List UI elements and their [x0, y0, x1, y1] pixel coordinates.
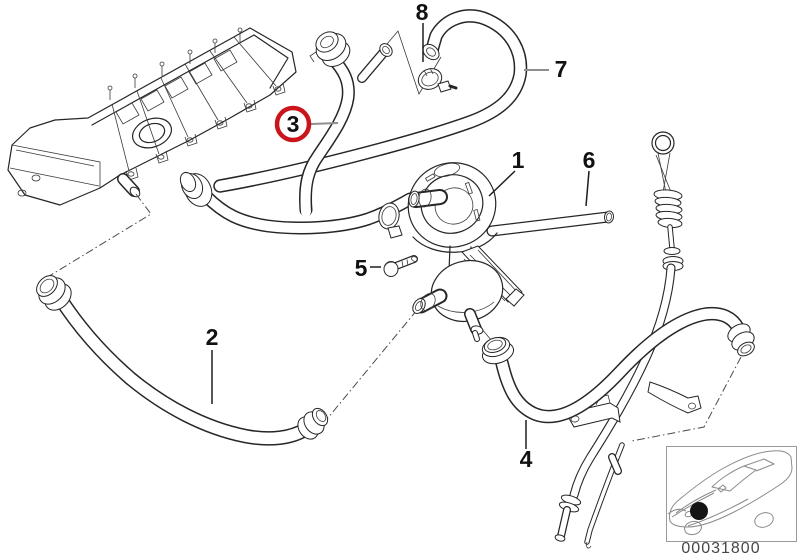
separator-bottom-spout	[464, 308, 484, 342]
callout-8-number[interactable]: 8	[416, 0, 429, 25]
pipe-6	[486, 210, 615, 237]
callouts: 1 2 3 4 5 6 7 8	[206, 0, 596, 472]
callout-3[interactable]: 3	[274, 105, 339, 143]
highlight-circle[interactable]	[274, 105, 312, 143]
callout-8[interactable]: 8	[416, 0, 429, 62]
callout-6[interactable]: 6	[583, 147, 596, 207]
car-sketch	[667, 450, 793, 536]
hose-2-left-flange	[36, 275, 72, 311]
callout-2-number[interactable]: 2	[206, 324, 219, 350]
dipstick	[554, 131, 702, 549]
hose-clamp-at-separator	[378, 202, 403, 239]
front-wheel	[684, 520, 702, 536]
valve-cover-drawing	[7, 27, 297, 206]
cover-tabs	[17, 82, 286, 197]
callout-7-number[interactable]: 7	[555, 56, 568, 82]
rear-wheel	[754, 512, 774, 528]
hose-2	[36, 275, 329, 446]
hose-3-top-collar	[309, 31, 351, 67]
callout-1[interactable]: 1	[488, 147, 525, 197]
callout-6-number[interactable]: 6	[583, 147, 596, 173]
callout-2[interactable]: 2	[206, 324, 219, 404]
tube-bracket-right	[647, 381, 702, 414]
hose-clamp-8	[386, 30, 458, 95]
cover-vent-port	[117, 173, 141, 198]
hose-4-end-collar	[727, 323, 755, 357]
separator-inlet-port	[408, 188, 448, 208]
part-number-label: 00031800	[681, 540, 760, 557]
callout-3-number[interactable]: 3	[287, 111, 300, 137]
callout-5[interactable]: 5	[355, 255, 381, 281]
callout-4[interactable]: 4	[520, 420, 533, 472]
callout-5-number[interactable]: 5	[355, 255, 368, 281]
location-dot	[690, 502, 708, 520]
hose-3-stub-opening	[379, 43, 393, 57]
hose-4-top-flange	[481, 336, 515, 365]
oil-filler-cap	[132, 117, 172, 149]
oil-separator	[407, 162, 525, 342]
cover-studs	[107, 27, 243, 100]
callout-7[interactable]: 7	[524, 56, 567, 82]
hose-7-opening	[422, 43, 440, 61]
callout-4-number[interactable]: 4	[520, 446, 533, 472]
hose-3-cover-flange	[179, 171, 213, 207]
separator-lower-port	[412, 288, 448, 314]
callout-1-number[interactable]: 1	[512, 147, 525, 173]
hose-2-right-collar	[297, 407, 329, 440]
hose-7	[213, 9, 528, 193]
bolt-5	[383, 255, 418, 277]
hose-3	[179, 31, 417, 239]
hose-4	[481, 306, 755, 424]
car-inset: 00031800	[666, 446, 797, 557]
